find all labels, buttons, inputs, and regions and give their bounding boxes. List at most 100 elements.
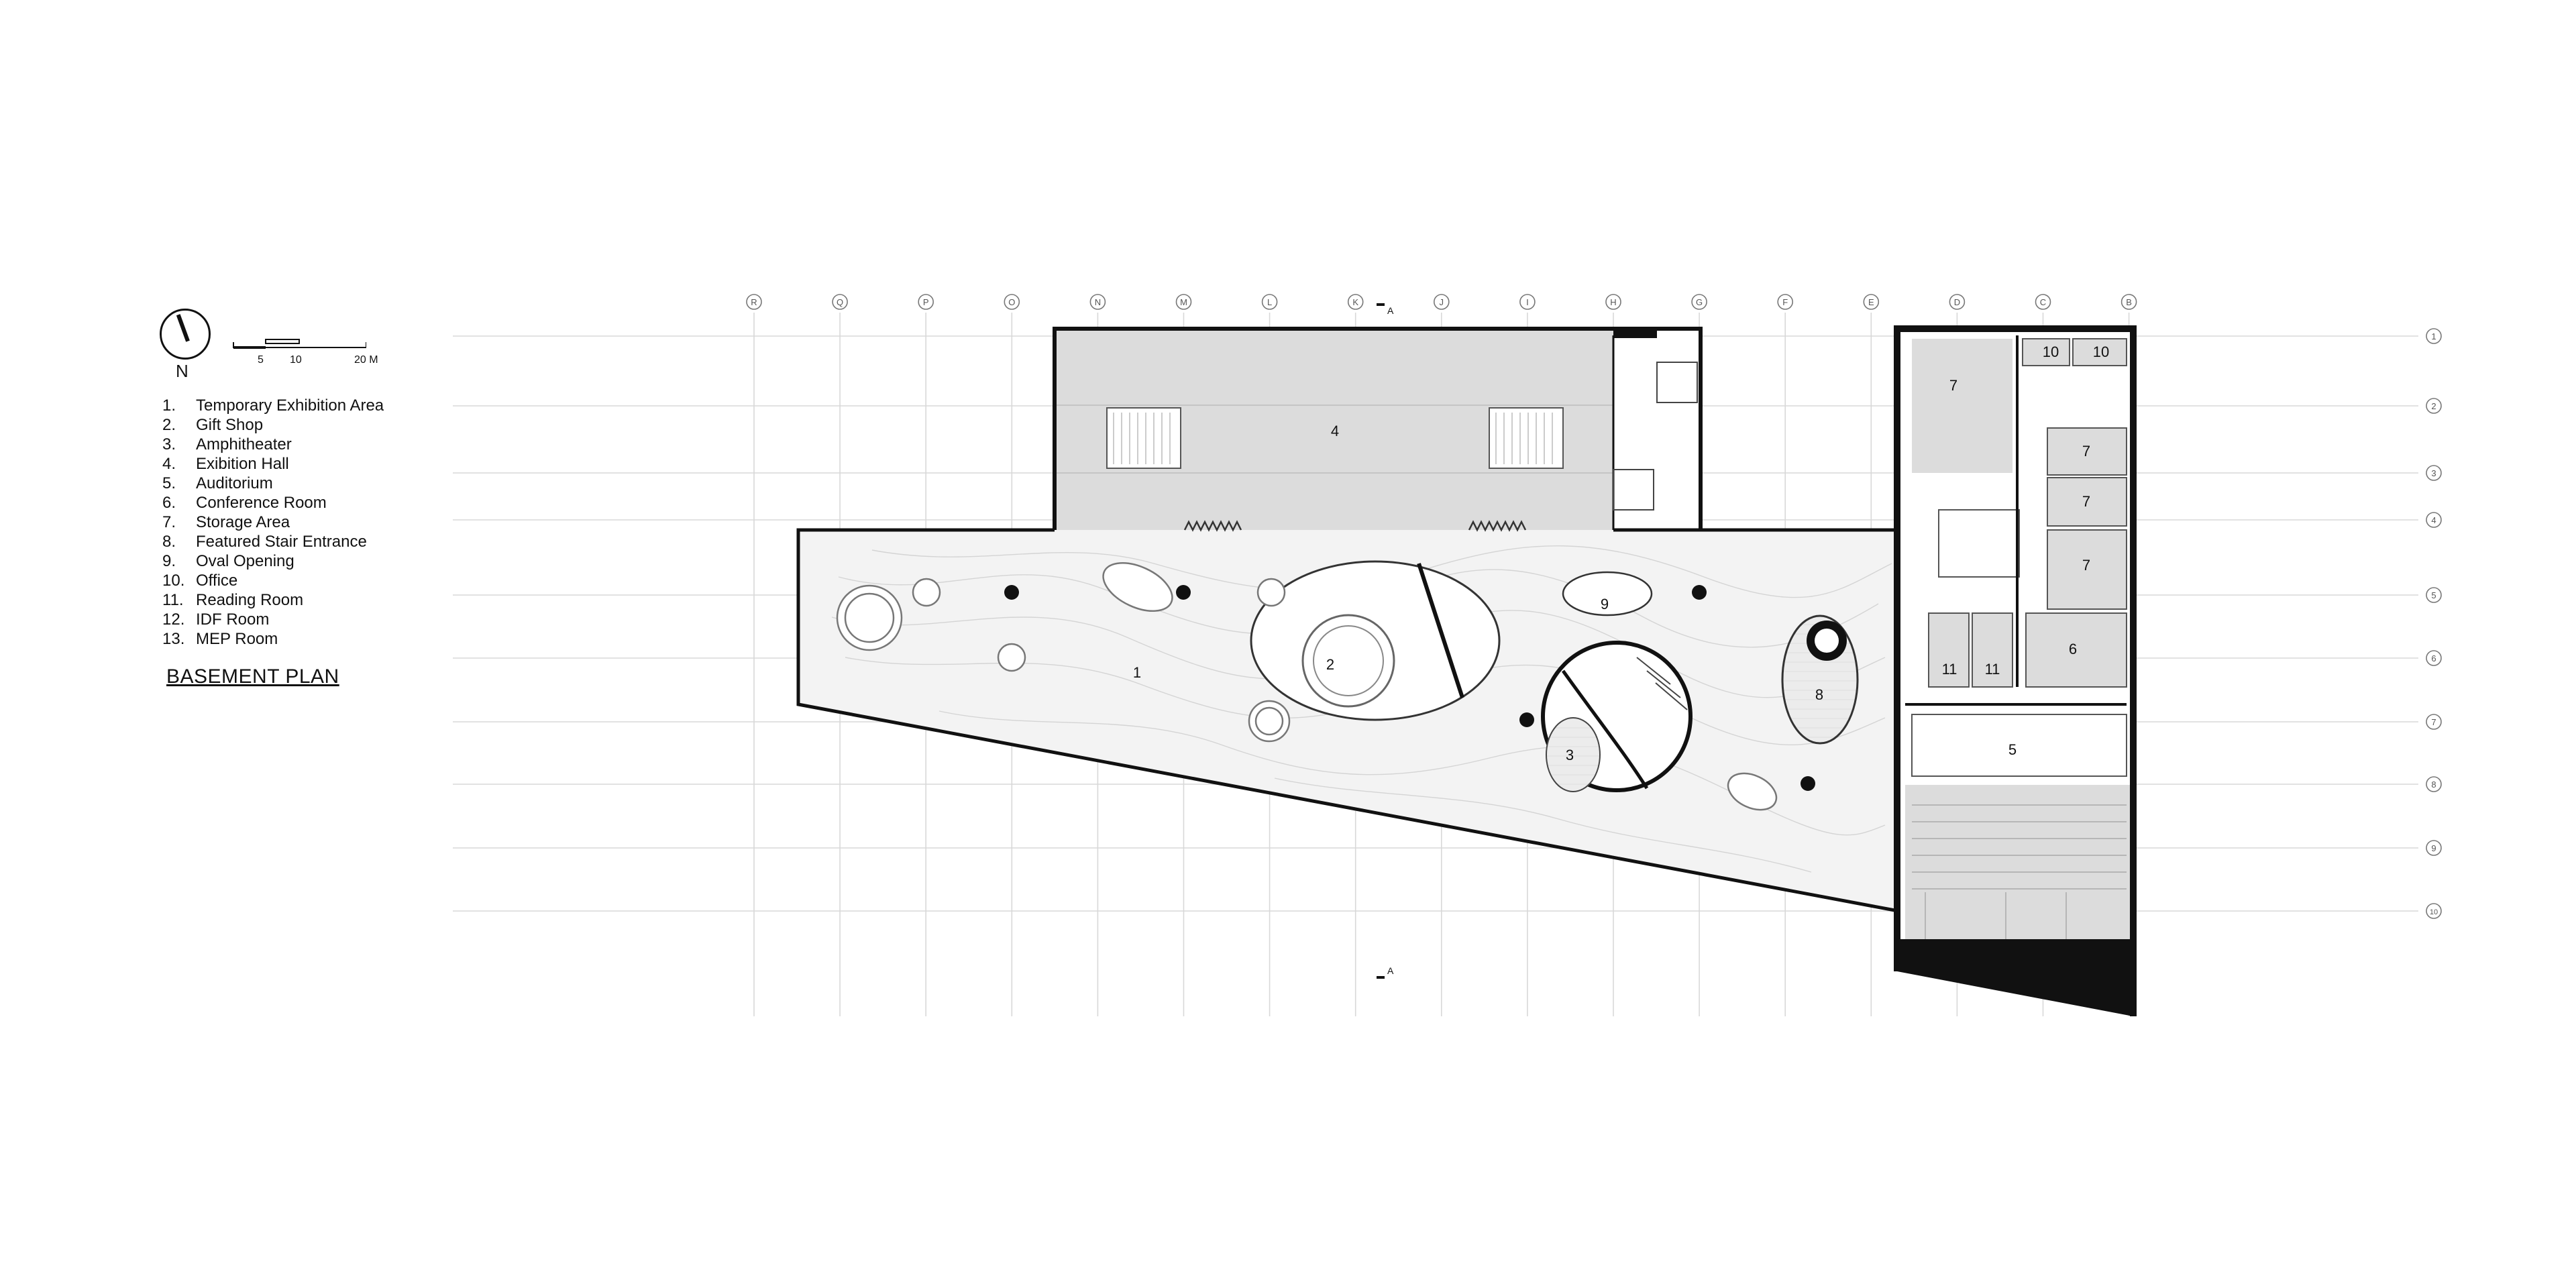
scale-bar-icon (233, 339, 366, 349)
svg-text:H: H (1610, 297, 1616, 307)
room-number: 7 (2082, 493, 2090, 510)
grid-bubble-row: 6 (2426, 650, 2442, 666)
zigzag-screen-icon (1183, 520, 1527, 532)
legend-panel: N 5 10 20 M 1.Temporary Exhibition Area … (0, 0, 429, 738)
room-number: 7 (2082, 443, 2090, 460)
svg-text:2: 2 (2431, 401, 2436, 411)
section-marker-label: A (1387, 965, 1394, 976)
reading-room-11 (1972, 612, 2013, 688)
storage-area-7 (1912, 339, 2012, 473)
section-marker-label: A (1387, 305, 1394, 316)
grid-bubble-row: 3 (2426, 465, 2442, 481)
svg-text:K: K (1352, 297, 1358, 307)
office-10 (2072, 338, 2127, 366)
service-closet (1613, 469, 1654, 511)
room-number: 10 (2093, 343, 2109, 360)
svg-text:3: 3 (2431, 468, 2436, 478)
room-number: 7 (2082, 557, 2090, 574)
east-wing-base (1897, 939, 2133, 1016)
featured-stair-core-inner (1815, 629, 1839, 653)
svg-text:D: D (1954, 297, 1960, 307)
gift-shop-divider (1417, 563, 1464, 698)
room-number: 9 (1601, 596, 1609, 612)
svg-text:Q: Q (837, 297, 843, 307)
svg-text:M: M (1180, 297, 1187, 307)
grid-bubble-row: 1 (2426, 328, 2442, 344)
north-arrow-icon (160, 309, 211, 360)
svg-text:F: F (1782, 297, 1788, 307)
legend-item: 1.Temporary Exhibition Area (162, 396, 384, 415)
room-number: 8 (1815, 686, 1823, 703)
grid-bubble-row: 4 (2426, 512, 2442, 528)
grid-bubble-column: H (1605, 294, 1621, 310)
hall-stair-treads (1113, 413, 1553, 464)
svg-text:G: G (1696, 297, 1703, 307)
north-label: N (176, 361, 189, 381)
east-wing-wall (1894, 325, 2137, 1016)
grid-bubble-row: 2 (2426, 398, 2442, 414)
legend-item: 10.Office (162, 572, 238, 590)
oval-opening (1562, 571, 1653, 616)
storage-area-7 (2047, 529, 2127, 610)
grid-bubble-column: P (918, 294, 934, 310)
room-number: 7 (1949, 377, 1957, 394)
grid-bubble-column: E (1863, 294, 1880, 310)
svg-text:O: O (1008, 297, 1015, 307)
legend-item: 6.Conference Room (162, 494, 327, 512)
legend-item: 13.MEP Room (162, 630, 278, 648)
gift-shop-counter (1301, 614, 1395, 708)
exhibition-hall-wall (1053, 327, 1703, 530)
legend-item: 11.Reading Room (162, 591, 304, 609)
grid-bubble-column: L (1261, 294, 1278, 310)
service-core (1613, 329, 1657, 338)
amphitheater-seating (1561, 669, 1649, 790)
legend-item: 7.Storage Area (162, 513, 290, 531)
grid-bubble-row: 5 (2426, 587, 2442, 603)
grid-bubble-row: 8 (2426, 776, 2442, 792)
temporary-exhibition-outline (796, 528, 1899, 913)
svg-text:E: E (1868, 297, 1874, 307)
svg-text:4: 4 (2431, 515, 2436, 525)
grid-bubble-column: C (2035, 294, 2051, 310)
room-number: 4 (1331, 423, 1339, 439)
auditorium-stage (1911, 714, 2127, 777)
legend-item: 12.IDF Room (162, 610, 270, 629)
auditorium-seat-rows (1912, 804, 2127, 946)
grid-bubble-row: 7 (2426, 714, 2442, 730)
scale-tick: 20 M (354, 354, 378, 366)
room-number: 11 (1942, 661, 1957, 678)
grid-bubble-column: F (1777, 294, 1793, 310)
svg-text:8: 8 (2431, 780, 2436, 790)
legend-list: 1.Temporary Exhibition Area 2.Gift Shop … (162, 396, 384, 649)
room-number: 11 (1985, 661, 2000, 678)
room-number: 5 (2008, 741, 2017, 758)
grid-bubble-column: D (1949, 294, 1966, 310)
amphitheater-steps (1636, 657, 1688, 710)
svg-text:R: R (751, 297, 757, 307)
svg-text:I: I (1526, 297, 1529, 307)
grid-bubble-column: G (1691, 294, 1707, 310)
grid-bubble-column: R (746, 294, 762, 310)
room-number: 2 (1326, 656, 1334, 673)
svg-text:5: 5 (2431, 590, 2436, 600)
grid-bubble-row: 9 (2426, 840, 2442, 856)
svg-text:9: 9 (2431, 843, 2436, 853)
structural-columns (1004, 585, 1815, 791)
stair-core (1938, 509, 2020, 578)
room-number: 1 (1133, 664, 1141, 681)
grid-bubble-column: Q (832, 294, 848, 310)
east-wing-divider (1905, 335, 2127, 706)
legend-item: 8.Featured Stair Entrance (162, 533, 367, 551)
gift-shop-counter (1313, 625, 1384, 696)
plan-title: BASEMENT PLAN (166, 665, 339, 688)
section-marker (1377, 303, 1385, 979)
temporary-exhibition-floor (798, 530, 1898, 911)
exhibition-hall-service (1613, 330, 1701, 530)
grid-bubble-column: M (1175, 294, 1192, 310)
svg-text:6: 6 (2431, 653, 2436, 663)
legend-item: 4.Exibition Hall (162, 455, 289, 473)
svg-text:N: N (1095, 297, 1101, 307)
svg-text:C: C (2040, 297, 2046, 307)
